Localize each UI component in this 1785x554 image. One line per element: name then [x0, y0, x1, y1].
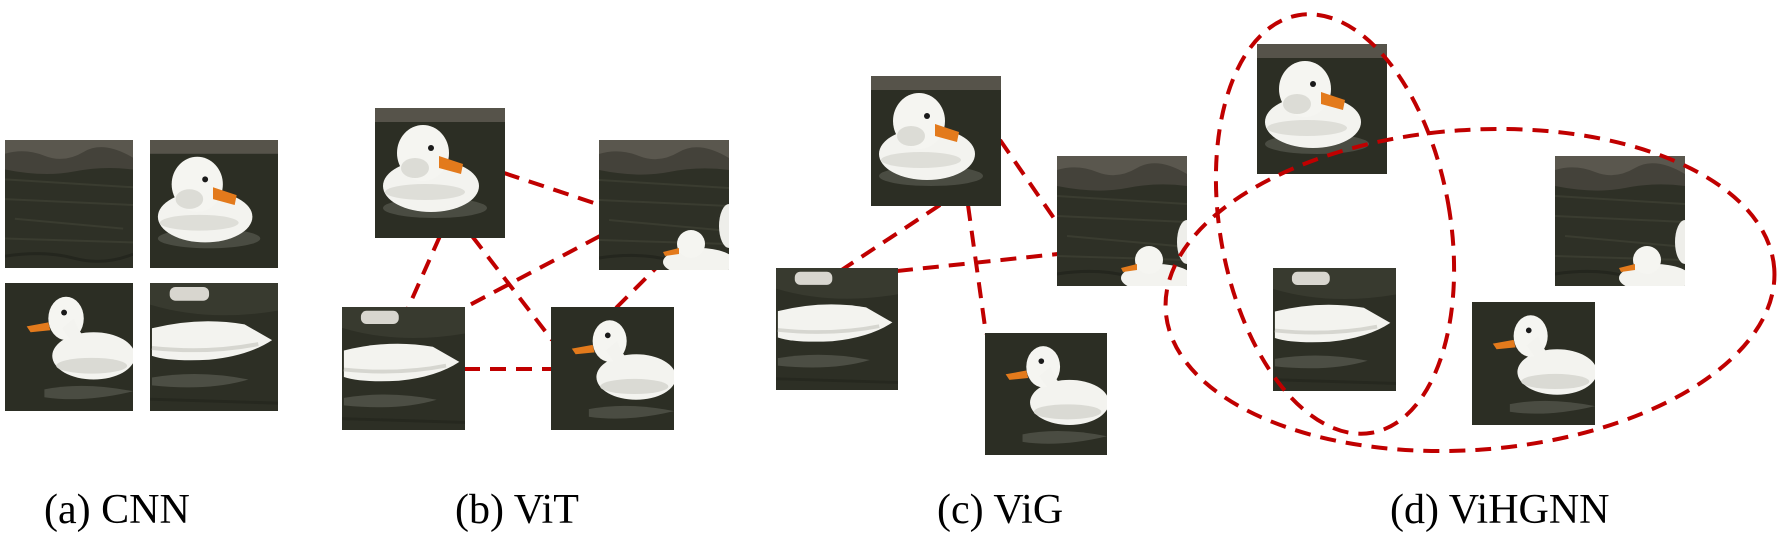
- vig-edge: [896, 252, 1059, 273]
- cnn-patch-top-left: [5, 140, 133, 268]
- cnn-patch-bottom-left: [5, 283, 133, 411]
- vit-patch-duck: [551, 307, 674, 430]
- vig-patches: [776, 76, 1197, 455]
- vit-patch-bank: [599, 140, 739, 276]
- hyperedge-ellipse-right: [1163, 126, 1777, 454]
- vig-patch-bank: [1057, 156, 1197, 292]
- vig-edge: [998, 138, 1060, 226]
- vig-patch-head: [871, 76, 1001, 206]
- caption-cnn: (a) CNN: [44, 487, 190, 533]
- vit-patches: [342, 108, 739, 430]
- vig-edge: [966, 204, 988, 335]
- vig-patch-duck: [985, 333, 1107, 455]
- cnn-patch-top-right: [150, 140, 278, 268]
- vig-patch-body: [776, 268, 898, 390]
- vit-patch-head: [375, 108, 505, 238]
- caption-vihgnn: (d) ViHGNN: [1390, 487, 1610, 533]
- vit-edge: [406, 235, 442, 309]
- caption-vit: (b) ViT: [455, 487, 579, 533]
- vit-edge: [463, 234, 601, 310]
- vihgnn-patches: [1257, 44, 1695, 425]
- vihgnn-patch-bank: [1555, 156, 1695, 292]
- vit-edge: [470, 234, 554, 342]
- cnn-patch-bottom-right: [150, 283, 278, 411]
- hyperedge-ellipse-left: [1213, 12, 1457, 436]
- vihgnn-patch-head: [1257, 44, 1387, 174]
- vihgnn-hyperedges: [1163, 12, 1777, 454]
- vihgnn-patch-duck: [1472, 302, 1595, 425]
- vihgnn-patch-body: [1273, 268, 1396, 391]
- cnn-patch-grid: [5, 140, 278, 411]
- vit-edge: [503, 171, 601, 207]
- vit-patch-body: [342, 307, 465, 430]
- caption-vig: (c) ViG: [937, 487, 1064, 533]
